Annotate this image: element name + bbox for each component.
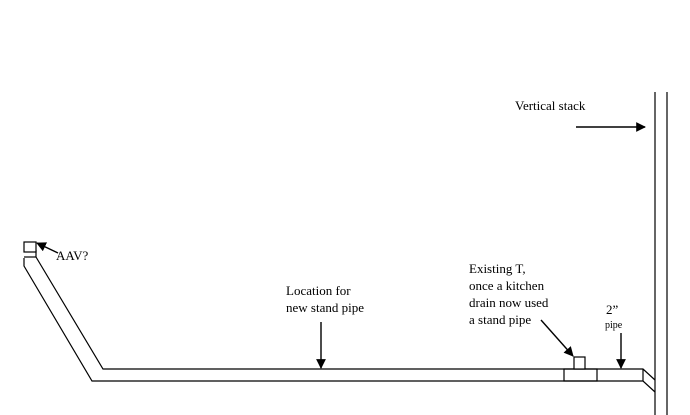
t-fitting-body bbox=[563, 368, 598, 382]
location-label-line1: Location for bbox=[286, 283, 351, 298]
existing-t-arrow bbox=[540, 319, 574, 357]
existing-t-label-line1: Existing T, bbox=[469, 261, 526, 276]
pipe-size-label: 2” bbox=[606, 302, 619, 317]
vertical-stack-label: Vertical stack bbox=[515, 98, 586, 113]
pipe-wall-top bbox=[35, 250, 656, 381]
location-label-line2: new stand pipe bbox=[286, 300, 364, 315]
drain-pipe bbox=[23, 250, 656, 393]
aav-box bbox=[23, 241, 37, 253]
pipe-word-label: pipe bbox=[605, 320, 623, 331]
pipe-wall-bottom bbox=[23, 258, 656, 393]
aav-label: AAV? bbox=[56, 248, 89, 263]
existing-t-fitting bbox=[563, 356, 598, 382]
t-fitting-riser bbox=[573, 356, 586, 370]
vertical-stack bbox=[654, 92, 668, 415]
existing-t-label-line2: once a kitchen bbox=[469, 278, 545, 293]
existing-t-label-line4: a stand pipe bbox=[469, 312, 532, 327]
aav-fitting bbox=[23, 241, 37, 258]
existing-t-label-line3: drain now used bbox=[469, 295, 549, 310]
aav-arrow bbox=[36, 242, 59, 254]
